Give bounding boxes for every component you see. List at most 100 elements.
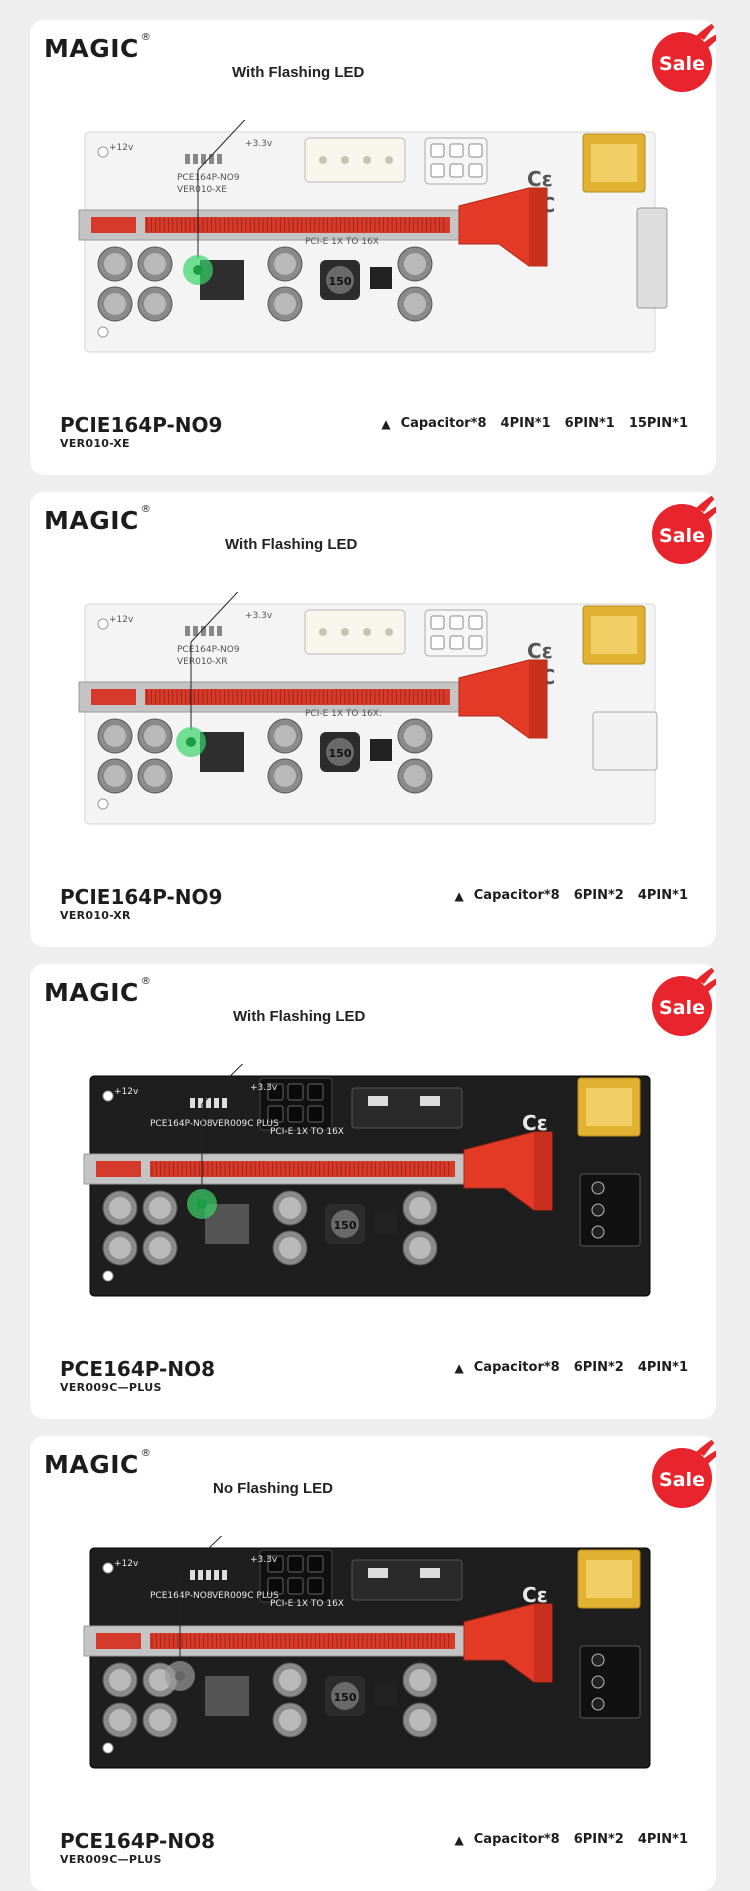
molex-pin <box>341 156 349 164</box>
usb-port-inner <box>591 144 637 182</box>
silk-bus: PCI-E 1X TO 16X <box>270 1599 344 1609</box>
6pin-socket <box>287 1577 304 1595</box>
mounting-hole <box>102 1090 114 1102</box>
6pin-side-pin <box>591 1181 605 1195</box>
smd-resistor <box>209 626 214 636</box>
6pin-socket <box>307 1577 324 1595</box>
spec-item: 4PIN*1 <box>637 1360 688 1375</box>
capacitor-top <box>109 1237 131 1259</box>
led-indicator <box>175 1671 185 1681</box>
molex-4pin-connector <box>351 1087 463 1129</box>
brand-logo: MAGIC® <box>44 504 152 535</box>
sale-badge-swoosh <box>702 34 716 48</box>
6pin-socket <box>307 1083 324 1101</box>
sale-badge-text: Sale <box>659 53 705 75</box>
led-indicator <box>197 1199 207 1209</box>
6pin-socket <box>449 635 464 650</box>
6pin-socket <box>468 163 483 178</box>
usb-port-inner <box>586 1560 632 1598</box>
6pin-socket <box>468 615 483 630</box>
spec-item: 15PIN*1 <box>628 416 688 431</box>
riser-connector-edge <box>529 188 547 266</box>
molex-4pin-connector <box>304 137 406 183</box>
ce-mark: Cε <box>527 167 553 191</box>
smd-resistor <box>206 1098 211 1108</box>
capacitor-top <box>274 253 296 275</box>
riser-board-svg: CεFC150+12v+3.3vPCE164P-NO9VER010-XEPCI-… <box>78 120 668 353</box>
smd-resistor <box>185 626 190 636</box>
product-model: PCIE164P-NO9 <box>60 885 223 909</box>
chip-u2 <box>370 739 392 761</box>
ce-mark: Cε <box>527 639 553 663</box>
molex-pin <box>319 156 327 164</box>
brand-logo: MAGIC® <box>44 976 151 1007</box>
silk-plus33v: +3.3v <box>250 1083 278 1093</box>
inductor-core <box>331 1210 359 1238</box>
registered-mark: ® <box>140 1448 152 1459</box>
registered-mark: ® <box>140 504 152 515</box>
silk-model: PCE164P-NO9 <box>177 645 240 655</box>
6pin-side-connector <box>579 1173 641 1247</box>
smd-resistor <box>214 1098 219 1108</box>
6pin-side-connector <box>579 1645 641 1719</box>
silk-version: VER009C PLUS <box>212 1119 279 1129</box>
capacitor-top <box>404 765 426 787</box>
brand-logo: MAGIC® <box>44 32 151 63</box>
capacitor-top <box>149 1197 171 1219</box>
chip-u2 <box>375 1211 397 1233</box>
capacitor-top <box>109 1669 131 1691</box>
6pin-socket <box>449 615 464 630</box>
product-version: VER009C—PLUS <box>60 1381 162 1394</box>
spec-item: 6PIN*1 <box>564 416 615 431</box>
molex-pin <box>368 1096 388 1106</box>
sale-badge-circle <box>652 1448 712 1508</box>
capacitor-top <box>104 293 126 315</box>
6pin-side-pin <box>591 1225 605 1239</box>
mounting-hole <box>97 798 109 810</box>
product-model: PCE164P-NO8 <box>60 1357 216 1381</box>
mounting-hole <box>97 146 109 158</box>
sale-badge-swoosh <box>696 965 716 984</box>
mounting-hole <box>102 1270 114 1282</box>
led-callout-label: No Flashing LED <box>213 1480 333 1497</box>
spec-item: 4PIN*1 <box>637 888 688 903</box>
molex-pin <box>363 628 371 636</box>
6pin-socket <box>468 143 483 158</box>
molex-4pin-connector <box>351 1559 463 1601</box>
smd-resistor <box>217 154 222 164</box>
sale-badge-circle <box>652 32 712 92</box>
smd-resistor <box>201 154 206 164</box>
capacitor-top <box>149 1237 171 1259</box>
spec-item: Capacitor*8 <box>473 1360 560 1375</box>
capacitor-top <box>274 765 296 787</box>
smd-resistor <box>185 154 190 164</box>
brand-logo: MAGIC® <box>44 1448 152 1479</box>
smd-resistor <box>190 1098 195 1108</box>
pcie-slot-short-pins <box>96 1161 141 1177</box>
silk-model: PCE164P-NO8 <box>150 1591 213 1601</box>
inductor-core <box>326 266 354 294</box>
mounting-hole <box>97 326 109 338</box>
led-callout-line <box>190 592 239 643</box>
pcie-slot-short-pins <box>91 689 136 705</box>
sale-badge-swoosh <box>702 506 716 520</box>
smd-resistor <box>206 1570 211 1580</box>
capacitor-top <box>104 253 126 275</box>
triangle-icon: ▲ <box>454 1832 464 1847</box>
sale-badge: Sale <box>652 965 716 1036</box>
smd-resistor <box>193 154 198 164</box>
6pin-socket <box>287 1555 304 1573</box>
usb-port-inner <box>591 616 637 654</box>
molex-pin <box>319 628 327 636</box>
smd-resistor <box>209 154 214 164</box>
triangle-icon: ▲ <box>454 1360 464 1375</box>
inductor-label: 150 <box>329 275 352 288</box>
sata-connector <box>636 207 668 309</box>
voltage-regulator <box>200 732 244 772</box>
molex-pin <box>341 628 349 636</box>
silk-bus: PCI-E 1X TO 16X: <box>305 709 382 719</box>
